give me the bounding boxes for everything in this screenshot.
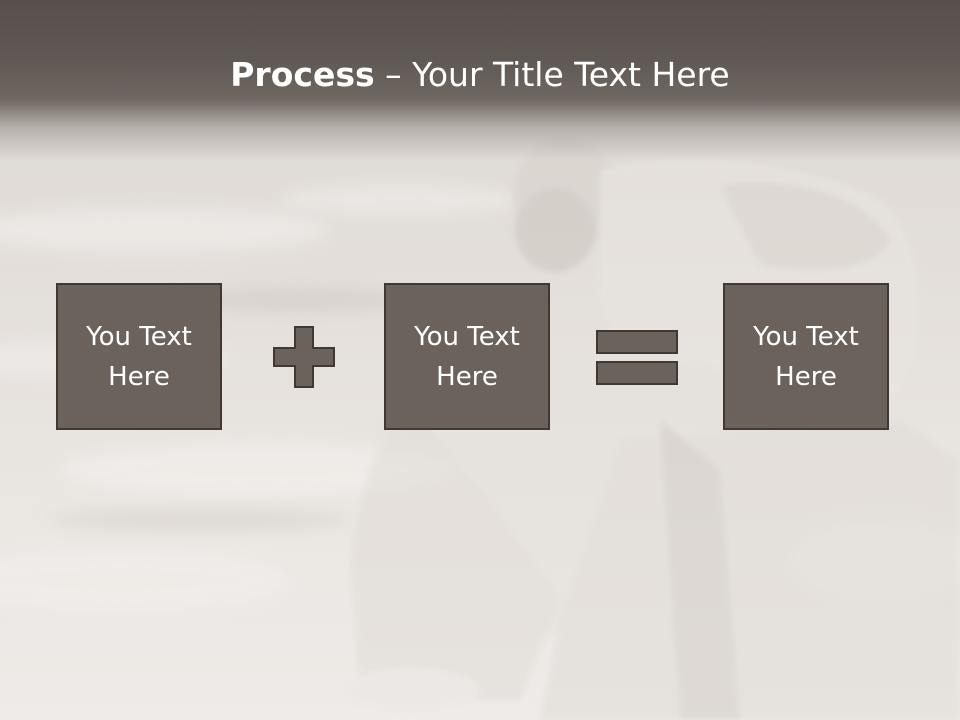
title-bold-part: Process xyxy=(230,55,375,94)
process-box-1-line-2: Here xyxy=(108,361,170,392)
process-box-3-line-2: Here xyxy=(775,361,837,392)
equals-icon[interactable] xyxy=(596,330,678,386)
process-box-2[interactable]: You Text Here xyxy=(384,283,550,430)
title-bar xyxy=(0,0,960,160)
process-box-3[interactable]: You Text Here xyxy=(723,283,889,430)
title-regular-part: – Your Title Text Here xyxy=(374,55,730,94)
process-box-1[interactable]: You Text Here xyxy=(56,283,222,430)
process-box-1-line-1: You Text xyxy=(86,321,192,352)
process-box-2-line-2: Here xyxy=(436,361,498,392)
slide-title[interactable]: Process – Your Title Text Here xyxy=(0,52,960,98)
process-box-2-line-1: You Text xyxy=(414,321,520,352)
plus-icon[interactable] xyxy=(272,325,336,389)
process-box-3-line-1: You Text xyxy=(753,321,859,352)
